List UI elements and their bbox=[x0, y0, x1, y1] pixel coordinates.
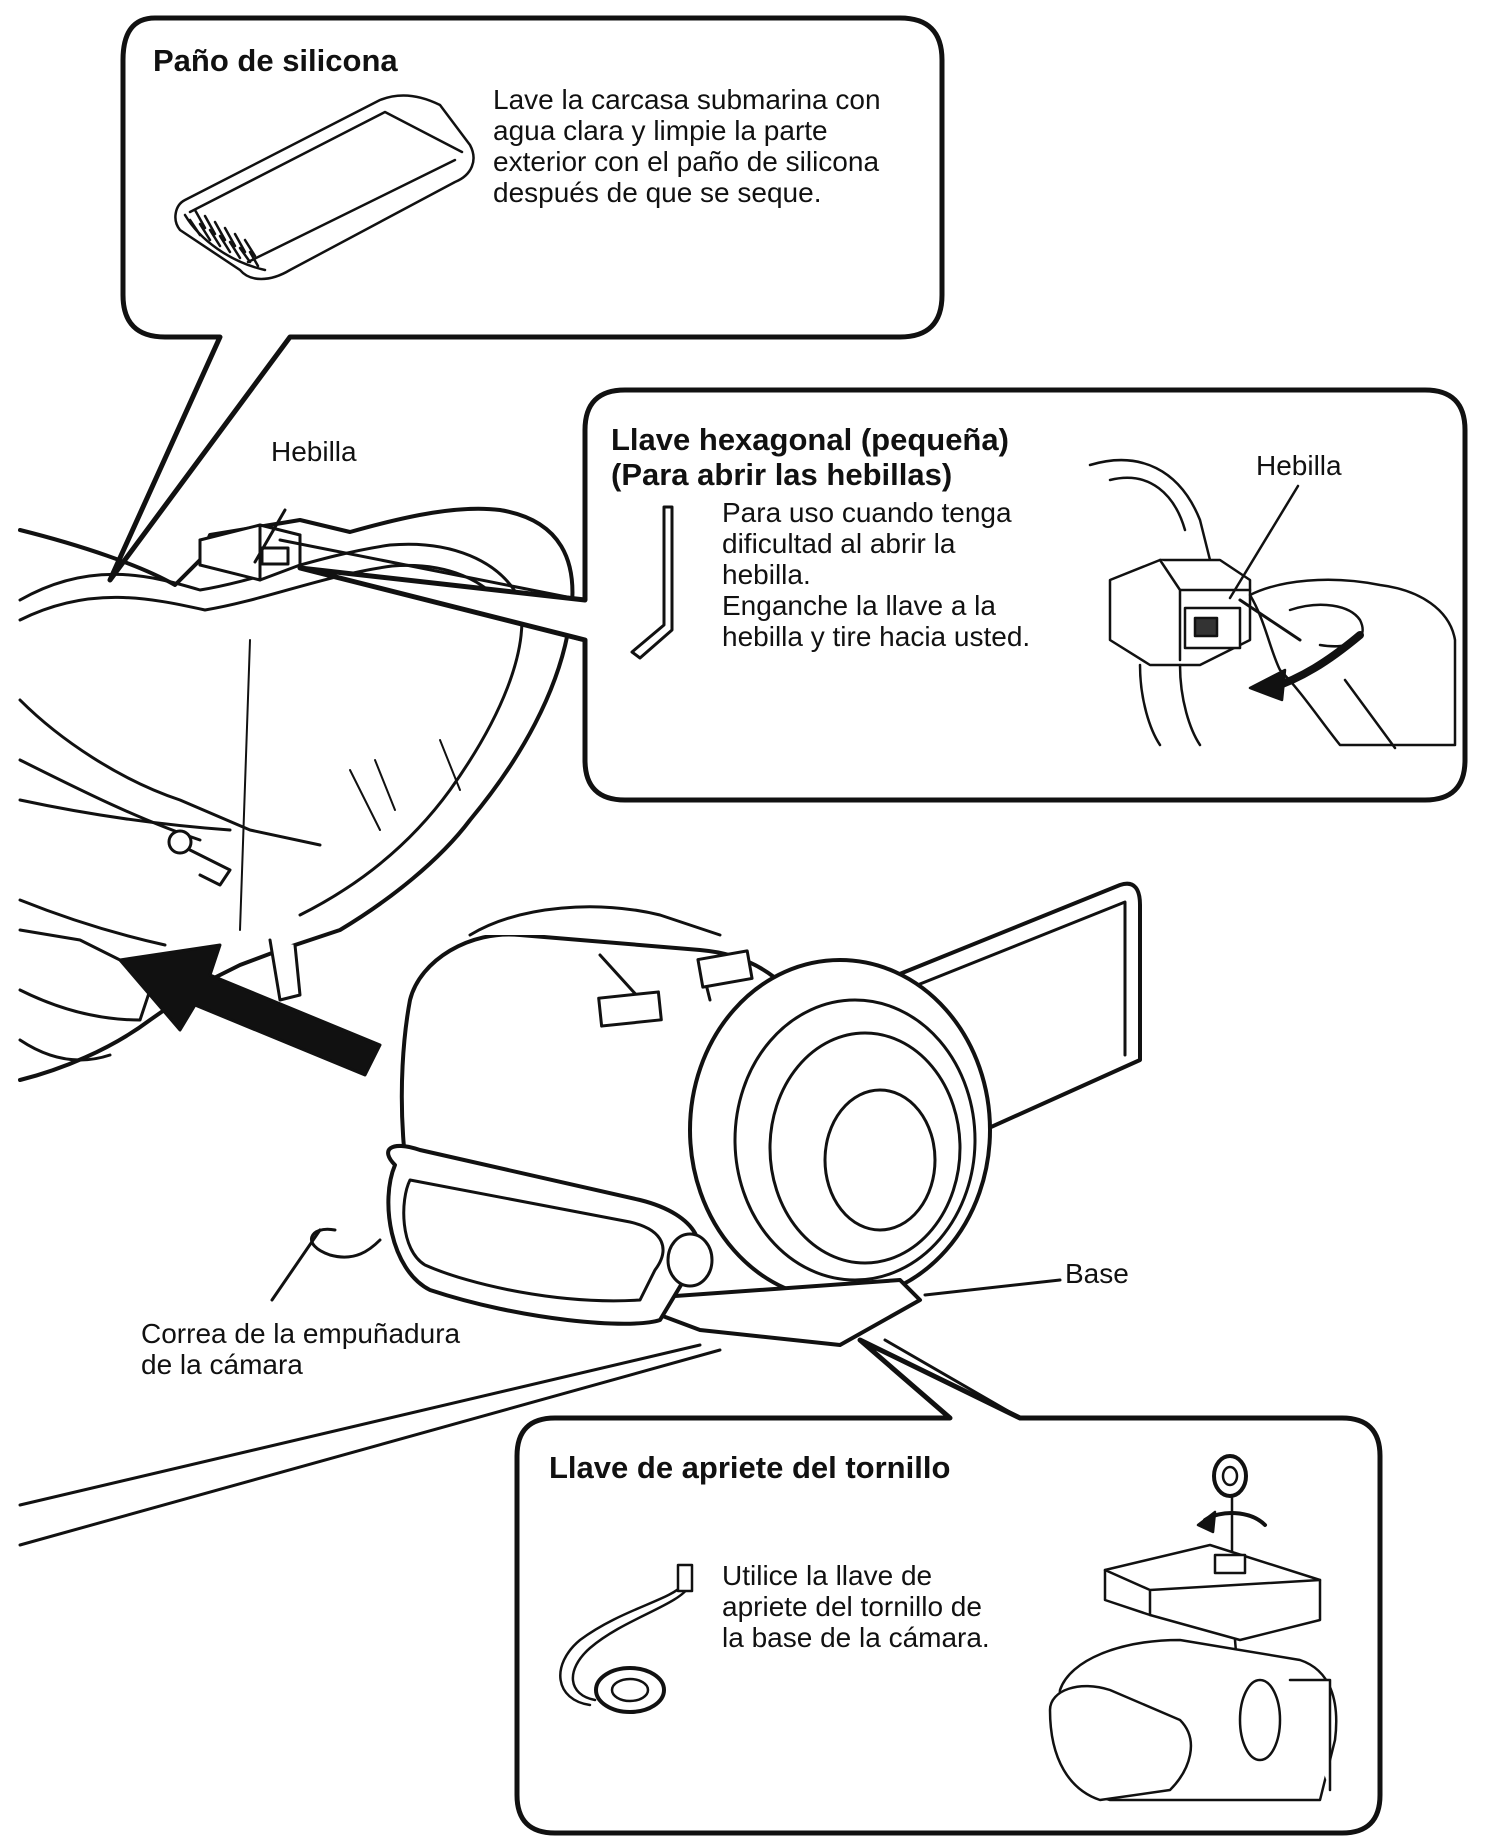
base-label: Base bbox=[1065, 1258, 1129, 1289]
hex-key-title: Llave hexagonal (pequeña) (Para abrir la… bbox=[611, 422, 1009, 492]
callout-box-hex-key bbox=[297, 387, 1468, 803]
label-line: de la cámara bbox=[141, 1349, 303, 1380]
screw-key-cord-illustration bbox=[559, 1563, 694, 1714]
hex-key-illustration bbox=[630, 505, 674, 660]
base-mount-inset-illustration bbox=[1048, 1454, 1338, 1802]
screw-key-title: Llave de apriete del tornillo bbox=[549, 1450, 951, 1485]
text-line: Enganche la llave a la bbox=[722, 590, 996, 621]
grip-strap-label: Correa de la empuñadura de la cámara bbox=[141, 1318, 460, 1380]
title-line: (Para abrir las hebillas) bbox=[611, 457, 953, 492]
text-line: hebilla y tire hacia usted. bbox=[722, 621, 1031, 652]
camcorder-illustration bbox=[310, 881, 1142, 1347]
label-line: Correa de la empuñadura bbox=[141, 1318, 461, 1349]
text-line: después de que se seque. bbox=[493, 177, 822, 208]
buckle-hand-inset-illustration bbox=[1088, 458, 1457, 750]
silicone-cloth-illustration bbox=[174, 94, 475, 281]
title-line: Llave hexagonal (pequeña) bbox=[611, 422, 1009, 457]
text-line: dificultad al abrir la bbox=[722, 528, 956, 559]
screw-key-description: Utilice la llave de apriete del tornillo… bbox=[722, 1560, 990, 1653]
text-line: la base de la cámara. bbox=[722, 1622, 990, 1653]
inset-buckle-label: Hebilla bbox=[1256, 450, 1342, 481]
text-line: apriete del tornillo de bbox=[722, 1591, 982, 1622]
text-line: agua clara y limpie la parte bbox=[493, 115, 828, 146]
text-line: hebilla. bbox=[722, 559, 811, 590]
hex-key-description: Para uso cuando tenga dificultad al abri… bbox=[722, 497, 1030, 652]
text-line: Utilice la llave de bbox=[722, 1560, 933, 1591]
text-line: Lave la carcasa submarina con bbox=[493, 84, 881, 115]
text-line: Para uso cuando tenga bbox=[722, 497, 1012, 528]
buckle-label: Hebilla bbox=[271, 436, 357, 467]
silicone-cloth-title: Paño de silicona bbox=[153, 43, 398, 78]
silicone-cloth-description: Lave la carcasa submarina con agua clara… bbox=[493, 84, 881, 208]
insert-direction-arrow bbox=[118, 943, 382, 1077]
underwater-housing-illustration bbox=[18, 506, 575, 1082]
text-line: exterior con el paño de silicona bbox=[493, 146, 880, 177]
